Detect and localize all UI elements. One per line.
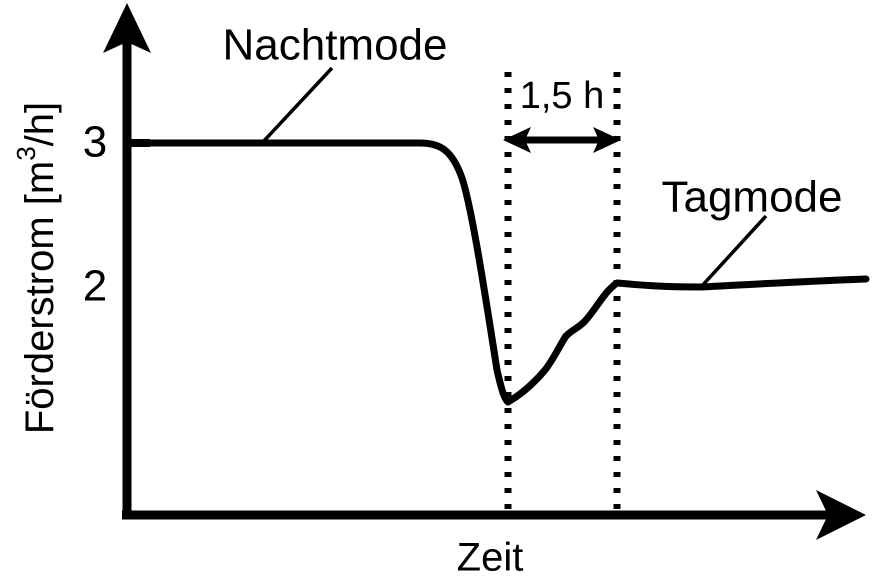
tagmode-leader-line xyxy=(698,214,768,290)
duration-label: 1,5 h xyxy=(520,75,605,117)
y-axis xyxy=(103,3,151,515)
svg-text:Förderstrom [m3/h]: Förderstrom [m3/h] xyxy=(11,102,62,434)
tagmode-label: Tagmode xyxy=(661,173,842,222)
x-axis xyxy=(122,490,866,540)
y-axis-title-main: Förderstrom [m xyxy=(18,161,62,434)
x-axis-title: Zeit xyxy=(457,536,524,580)
nachtmode-label: Nachtmode xyxy=(222,21,447,70)
y-tick-label-2: 2 xyxy=(83,262,107,311)
y-axis-title-tail: /h] xyxy=(18,102,62,146)
y-axis-title: Förderstrom [m3/h] xyxy=(11,102,62,434)
duration-dimension-arrow xyxy=(503,127,621,153)
y-tick-label-3: 3 xyxy=(83,118,107,167)
data-series-line xyxy=(123,139,870,406)
y-axis-title-superscript: 3 xyxy=(11,146,41,160)
nachtmode-leader-line xyxy=(260,66,334,145)
